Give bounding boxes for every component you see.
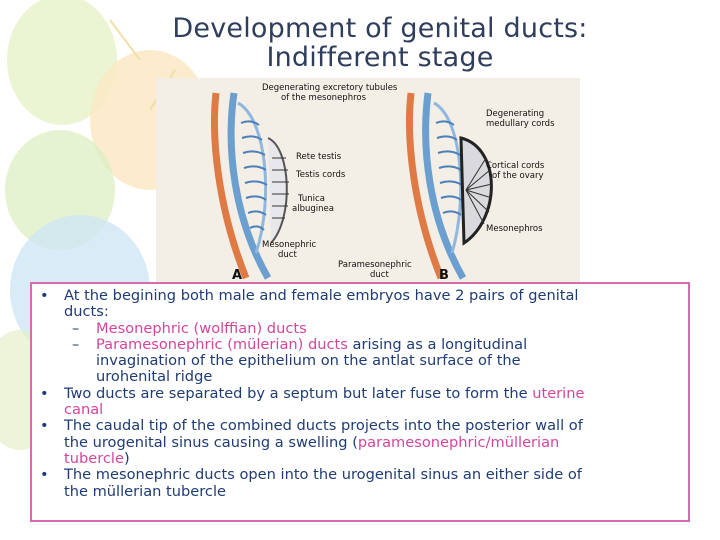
canal-term: canal (64, 401, 104, 419)
uterine-term: uterine (532, 384, 585, 402)
label-mesonephros: Mesonephros (486, 224, 543, 234)
bullet-dot: • (40, 384, 49, 402)
paramesonephric-ducts-term: Paramesonephric (mülerian) ducts (96, 335, 348, 353)
mesonephric-ducts-term: Mesonephric (wolffian) ducts (96, 319, 307, 337)
sub-bullet-dash: – (72, 335, 80, 353)
content-box: • At the begining both male and female e… (30, 282, 690, 522)
label-of-mesonephros: of the mesonephros (281, 93, 367, 103)
duct-diagram (211, 92, 493, 280)
bullet-dot: • (40, 466, 49, 484)
label-tunica: Tunica (298, 194, 325, 204)
bullet-4-line-2: the müllerian tubercle (64, 482, 226, 500)
slide-title: Development of genital ducts: Indifferen… (90, 14, 670, 72)
bullet-2-text: Two ducts are separated by a septum but … (64, 384, 533, 402)
paramesonephric-line-2: invagination of the epithelium on the an… (96, 352, 521, 370)
bullet-1-line-1: At the begining both male and female emb… (64, 287, 579, 304)
bullet-dot: • (40, 287, 49, 304)
bullet-dot: • (40, 417, 49, 435)
sub-bullet-mesonephric: – Mesonephric (wolffian) ducts (40, 319, 680, 337)
tubercle-term-part-1: paramesonephric/müllerian (357, 433, 560, 451)
sub-bullet-dash: – (72, 319, 80, 337)
sub-bullet-paramesonephric: – Paramesonephric (mülerian) ducts arisi… (40, 335, 680, 386)
tubercle-term-part-2: tubercle (64, 449, 124, 467)
bullet-1-line-2: ducts: (64, 303, 109, 321)
label-degenerating: Degenerating (486, 109, 545, 119)
bullet-4-line-1: The mesonephric ducts open into the urog… (64, 466, 582, 484)
bullet-2: • Two ducts are separated by a septum bu… (40, 384, 680, 419)
label-cortical-cords: Cortical cords (486, 161, 545, 171)
title-line-1: Development of genital ducts: (172, 13, 588, 44)
bullet-1: • At the begining both male and female e… (40, 287, 680, 321)
bullet-3-line-2: the urogenital sinus causing a swelling … (64, 433, 358, 451)
paramesonephric-line-3: urohenital ridge (96, 368, 213, 386)
bullet-3: • The caudal tip of the combined ducts p… (40, 418, 680, 467)
label-degenerating-tubules: Degenerating excretory tubules (262, 83, 398, 93)
label-paramesonephric-duct: duct (370, 270, 389, 280)
bullet-3-line-1: The caudal tip of the combined ducts pro… (64, 417, 583, 435)
title-line-2: Indifferent stage (266, 42, 494, 73)
label-albuginea: albuginea (292, 204, 334, 214)
panel-label-a: A (232, 268, 243, 283)
label-medullary-cords: medullary cords (486, 119, 555, 129)
closing-paren: ) (123, 449, 130, 467)
bullet-4: • The mesonephric ducts open into the ur… (40, 466, 680, 500)
panel-a-diagram (211, 92, 289, 280)
label-testis-cords: Testis cords (296, 170, 346, 180)
panel-b-diagram (406, 92, 493, 280)
label-of-the-ovary: of the ovary (492, 171, 544, 181)
label-rete-testis: Rete testis (296, 152, 342, 162)
label-mesonephric-duct: duct (278, 250, 297, 260)
genital-ducts-figure: Degenerating excretory tubules of the me… (156, 78, 580, 284)
paramesonephric-description: arising as a longitudinal (347, 335, 528, 353)
label-paramesonephric: Paramesonephric (338, 260, 412, 270)
panel-label-b: B (439, 268, 449, 283)
label-mesonephric: Mesonephric (262, 240, 317, 250)
